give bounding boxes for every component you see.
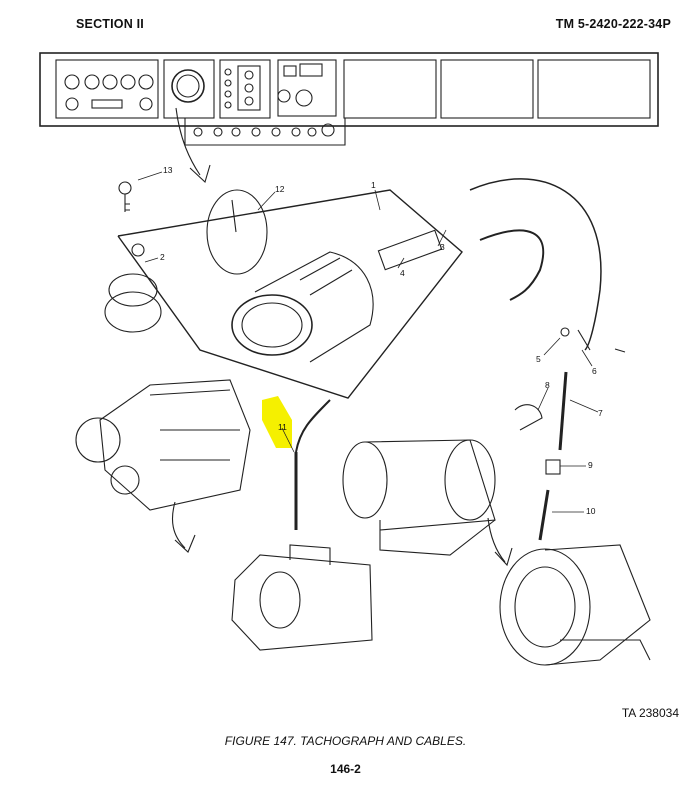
- callout-9: 9: [588, 460, 593, 470]
- callout-3: 3: [440, 242, 445, 252]
- figure-caption: FIGURE 147. TACHOGRAPH AND CABLES.: [224, 734, 467, 748]
- callout-10: 10: [586, 506, 596, 516]
- page-number: 146-2: [330, 762, 361, 776]
- callout-11: 11: [278, 422, 287, 432]
- ta-number: TA 238034: [621, 706, 679, 720]
- key-icon: [118, 181, 132, 212]
- highlight-marker: [262, 396, 292, 448]
- callout-2: 2: [160, 252, 165, 262]
- chart-disc: [206, 189, 268, 275]
- callout-8: 8: [545, 380, 550, 390]
- callout-12: 12: [275, 184, 285, 194]
- engine: [75, 379, 251, 511]
- callout-7: 7: [598, 408, 603, 418]
- tachograph: [231, 229, 443, 363]
- callout-5: 5: [536, 354, 541, 364]
- transmission: [342, 439, 496, 556]
- tm-number: TM 5-2420-222-34P: [555, 17, 671, 31]
- section-heading: SECTION II: [76, 17, 144, 31]
- callout-6: 6: [592, 366, 597, 376]
- instrument-panel: [39, 52, 659, 146]
- callout-1: 1: [371, 180, 376, 190]
- callout-4: 4: [400, 268, 405, 278]
- callout-13: 13: [163, 165, 173, 175]
